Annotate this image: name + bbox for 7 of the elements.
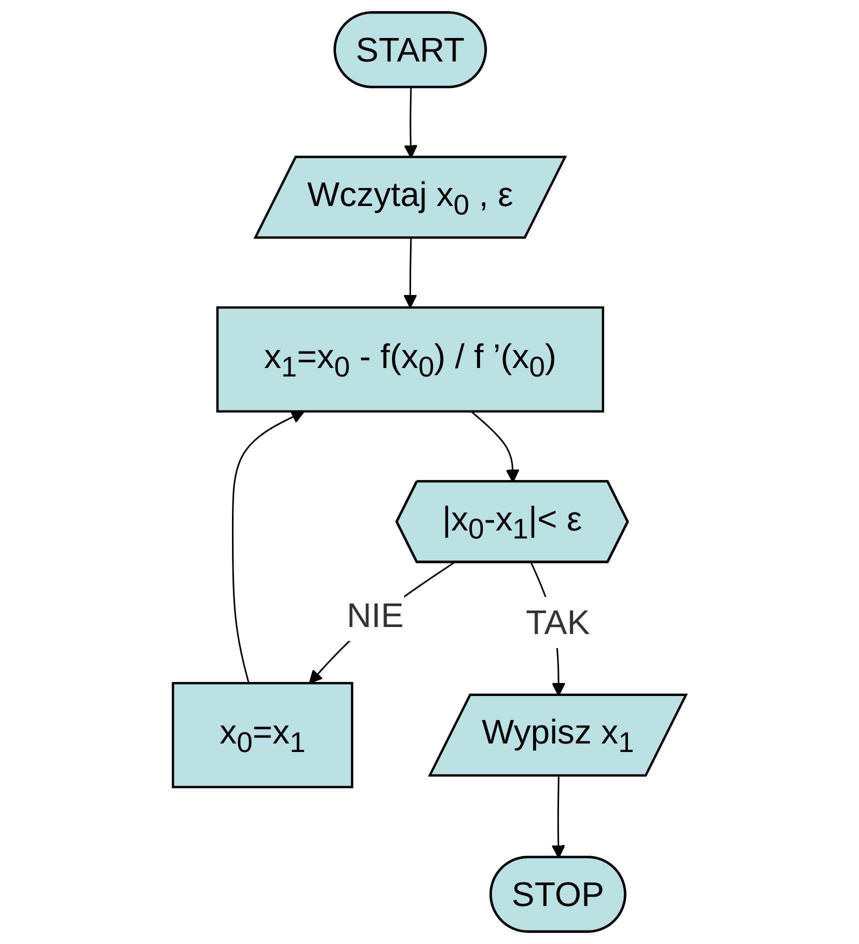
node-box: x$_{1}$=x$_{0}$ - f(x$_{0}$) / f ’(x$_{0}$) bbox=[216, 306, 604, 413]
arrow bbox=[403, 238, 418, 308]
arrow bbox=[308, 562, 454, 684]
arrow bbox=[232, 410, 305, 684]
node-box: x$_{0}$=x$_{1}$ bbox=[172, 682, 354, 788]
edge-label: TAK bbox=[526, 603, 590, 642]
edge-label: NIE bbox=[346, 596, 404, 635]
